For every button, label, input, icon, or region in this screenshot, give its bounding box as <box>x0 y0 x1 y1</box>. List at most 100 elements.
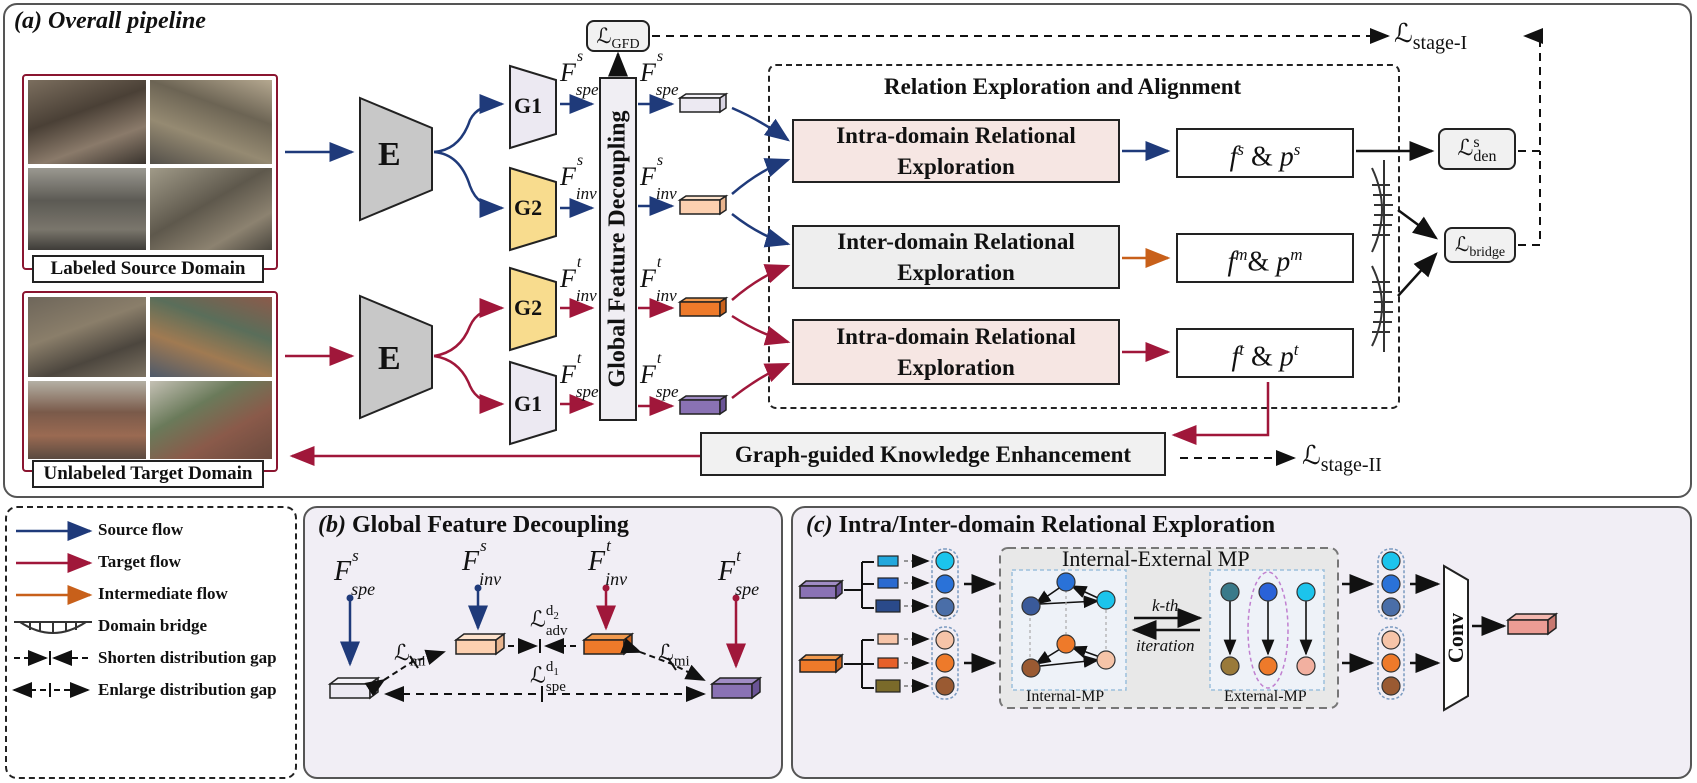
g2-target-shape <box>509 266 557 352</box>
panel-a-tag: (a) <box>14 8 42 34</box>
loss-stage-2: ℒstage-II <box>1302 441 1382 476</box>
encoder-source-label: E <box>378 136 401 173</box>
c-left-nodes <box>935 551 955 696</box>
legend-bridge-icon <box>14 621 92 634</box>
loss-stage-1: ℒstage-I <box>1394 19 1468 54</box>
panel-c-tag: (c) <box>806 512 833 538</box>
domain-bridge-upper <box>1371 160 1393 260</box>
encoder-target-shape <box>359 294 433 420</box>
c-right-nodes <box>1381 551 1401 696</box>
panel-c-title: (c) Intra/Inter-domain Relational Explor… <box>806 512 1275 539</box>
gfd-vertical-label: Global Feature Decoupling <box>604 110 631 388</box>
panel-a-title: (a) Overall pipeline <box>14 8 206 35</box>
feature-block-spe-source <box>677 92 729 114</box>
source-crowd-photo-2 <box>150 80 272 164</box>
g1-target-shape <box>509 360 557 446</box>
iteration-label: iteration <box>1136 636 1195 655</box>
conv-label: Conv <box>1443 612 1468 664</box>
c-output-block <box>1505 612 1559 636</box>
legend-intermediate-flow: Intermediate flow <box>98 584 228 603</box>
c-target-tokens <box>875 633 901 693</box>
source-crowd-photo-1 <box>28 80 146 164</box>
panel-a-title-text: Overall pipeline <box>47 8 206 34</box>
relation-region-title: Relation Exploration and Alignment <box>884 74 1242 99</box>
feature-block-inv-source <box>677 194 729 216</box>
conv-shape <box>1443 564 1469 712</box>
graph-guided-knowledge-enhancement-box: Graph-guided Knowledge Enhancement <box>700 432 1166 476</box>
feature-block-inv-target <box>677 296 729 318</box>
b-block-spe-target <box>709 676 763 700</box>
unlabeled-target-domain-caption: Unlabeled Target Domain <box>32 460 264 488</box>
loss-gfd-box: ℒGFD <box>586 20 650 52</box>
labeled-source-domain-caption: Labeled Source Domain <box>32 255 264 283</box>
kth-label: k-th <box>1152 596 1179 615</box>
feature-block-spe-target <box>677 394 729 416</box>
loss-bridge-box: ℒbridge <box>1444 227 1516 263</box>
output-intermediate-box: fm& pm <box>1176 233 1354 283</box>
c-source-tokens <box>875 555 901 613</box>
target-crowd-photo-4 <box>150 381 272 459</box>
legend-source-flow: Source flow <box>98 520 184 539</box>
panel-b-title-text: Global Feature Decoupling <box>351 512 629 538</box>
target-domain-images <box>22 291 278 472</box>
output-source-box: fs & ps <box>1176 128 1354 178</box>
legend-enlarge-icon <box>12 682 90 698</box>
external-mp-label: External-MP <box>1224 688 1307 705</box>
b-block-inv-source <box>453 632 507 656</box>
g1-source-label: G1 <box>514 93 543 118</box>
b-block-spe-source <box>327 676 381 700</box>
mp-title: Internal-External MP <box>1062 546 1250 571</box>
panel-c-title-text: Intra/Inter-domain Relational Exploratio… <box>838 512 1276 538</box>
source-crowd-photo-4 <box>150 168 272 250</box>
encoder-source-shape <box>359 96 433 222</box>
panel-b-tag: (b) <box>318 512 346 538</box>
b-block-inv-target <box>581 632 635 656</box>
g1-source-shape <box>509 64 557 150</box>
source-crowd-photo-3 <box>28 168 146 250</box>
internal-mp-graph <box>1034 583 1101 668</box>
legend-domain-bridge: Domain bridge <box>98 616 208 635</box>
panel-legend <box>5 506 297 779</box>
gfd-box <box>599 77 637 421</box>
legend-target-flow: Target flow <box>98 552 181 571</box>
legend-enlarge: Enlarge distribution gap <box>98 680 277 699</box>
c-input-block-target <box>797 653 845 674</box>
g2-source-shape <box>509 166 557 252</box>
panel-b-title: (b) Global Feature Decoupling <box>318 512 629 539</box>
internal-mp-label: Internal-MP <box>1026 688 1105 705</box>
domain-bridge-lower <box>1371 258 1393 352</box>
legend-shorten: Shorten distribution gap <box>98 648 277 667</box>
encoder-target-label: E <box>378 340 401 377</box>
target-crowd-photo-3 <box>28 381 146 459</box>
panel-overall-pipeline <box>3 3 1692 498</box>
b-loss-mi-right: ℒmi <box>658 641 690 670</box>
g2-source-label: G2 <box>514 195 543 220</box>
target-crowd-photo-2 <box>150 297 272 377</box>
c-input-block-source <box>797 579 845 600</box>
output-target-box: ft & pt <box>1176 328 1354 378</box>
g1-target-label: G1 <box>514 391 543 416</box>
g2-target-label: G2 <box>514 295 543 320</box>
loss-gfd-sub: GFD <box>611 37 640 53</box>
legend-shorten-icon <box>14 650 88 666</box>
b-loss-mi-left: ℒmi <box>394 641 426 670</box>
